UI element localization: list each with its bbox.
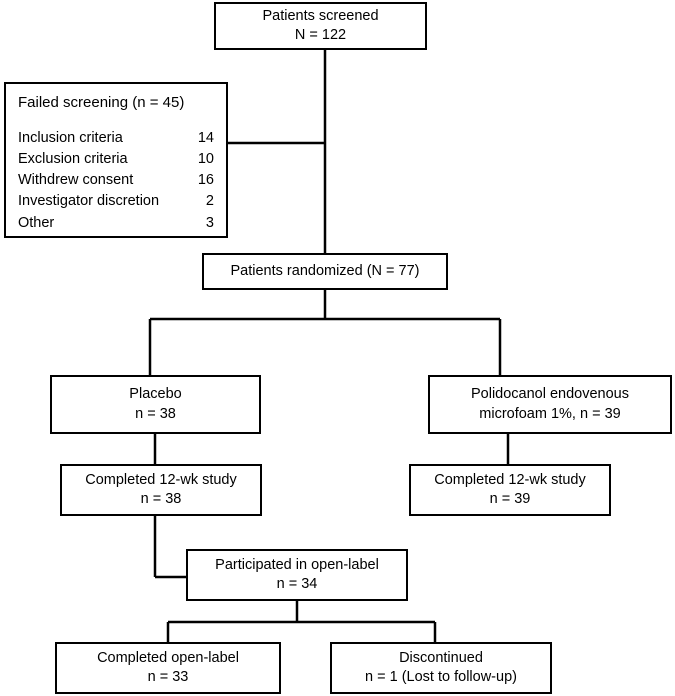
completed-open-label-line2: n = 33	[147, 669, 189, 685]
reason-count: 16	[197, 172, 214, 189]
polidocanol-line1: Polidocanol endovenous	[470, 386, 629, 403]
node-completed-open-label: Completed open-label n = 33	[55, 642, 281, 694]
failed-screening-reason-list: Inclusion criteria 14 Exclusion criteria…	[18, 128, 214, 234]
patients-randomized-line1: Patients randomized (N = 77)	[230, 262, 420, 279]
placebo-line2: n = 38	[135, 405, 176, 422]
failed-screening-title: Failed screening (n = 45)	[18, 94, 185, 111]
placebo-line1: Placebo	[129, 386, 182, 403]
reason-row: Exclusion criteria 10	[18, 149, 214, 170]
reason-count: 3	[205, 214, 214, 231]
node-completed-12wk-polidocanol: Completed 12-wk study n = 39	[409, 464, 611, 516]
reason-row: Investigator discretion 2	[18, 191, 214, 212]
completed-12wk-polidocanol-line1: Completed 12-wk study	[434, 471, 586, 488]
reason-count: 10	[197, 151, 214, 168]
open-label-line1: Participated in open-label	[215, 556, 379, 573]
reason-count: 2	[205, 193, 214, 210]
reason-label: Investigator discretion	[18, 193, 160, 210]
patients-screened-line2: N = 122	[294, 27, 347, 43]
node-polidocanol-arm: Polidocanol endovenous microfoam 1%, n =…	[428, 375, 672, 434]
discontinued-line2: n = 1 (Lost to follow-up)	[365, 669, 517, 685]
node-patients-randomized: Patients randomized (N = 77)	[202, 253, 448, 290]
patients-screened-line1: Patients screened	[262, 7, 379, 24]
completed-12wk-placebo-line2: n = 38	[140, 491, 182, 507]
node-participated-open-label: Participated in open-label n = 34	[186, 549, 408, 601]
completed-open-label-line1: Completed open-label	[97, 649, 239, 666]
node-discontinued: Discontinued n = 1 (Lost to follow-up)	[330, 642, 552, 694]
completed-12wk-placebo-line1: Completed 12-wk study	[85, 471, 237, 488]
node-placebo-arm: Placebo n = 38	[50, 375, 261, 434]
reason-label: Exclusion criteria	[18, 151, 128, 168]
discontinued-line1: Discontinued	[399, 649, 483, 666]
node-patients-screened: Patients screened N = 122	[214, 2, 427, 50]
reason-row: Inclusion criteria 14	[18, 128, 214, 149]
reason-label: Other	[18, 214, 55, 231]
node-completed-12wk-placebo: Completed 12-wk study n = 38	[60, 464, 262, 516]
reason-count: 14	[197, 130, 214, 146]
reason-label: Inclusion criteria	[18, 130, 123, 146]
reason-row: Other 3	[18, 213, 214, 234]
polidocanol-line2: microfoam 1%, n = 39	[479, 405, 621, 422]
reason-row: Withdrew consent 16	[18, 170, 214, 191]
reason-label: Withdrew consent	[18, 172, 134, 189]
node-failed-screening: Failed screening (n = 45) Inclusion crit…	[4, 82, 228, 238]
completed-12wk-polidocanol-line2: n = 39	[489, 491, 531, 507]
open-label-line2: n = 34	[276, 576, 318, 592]
